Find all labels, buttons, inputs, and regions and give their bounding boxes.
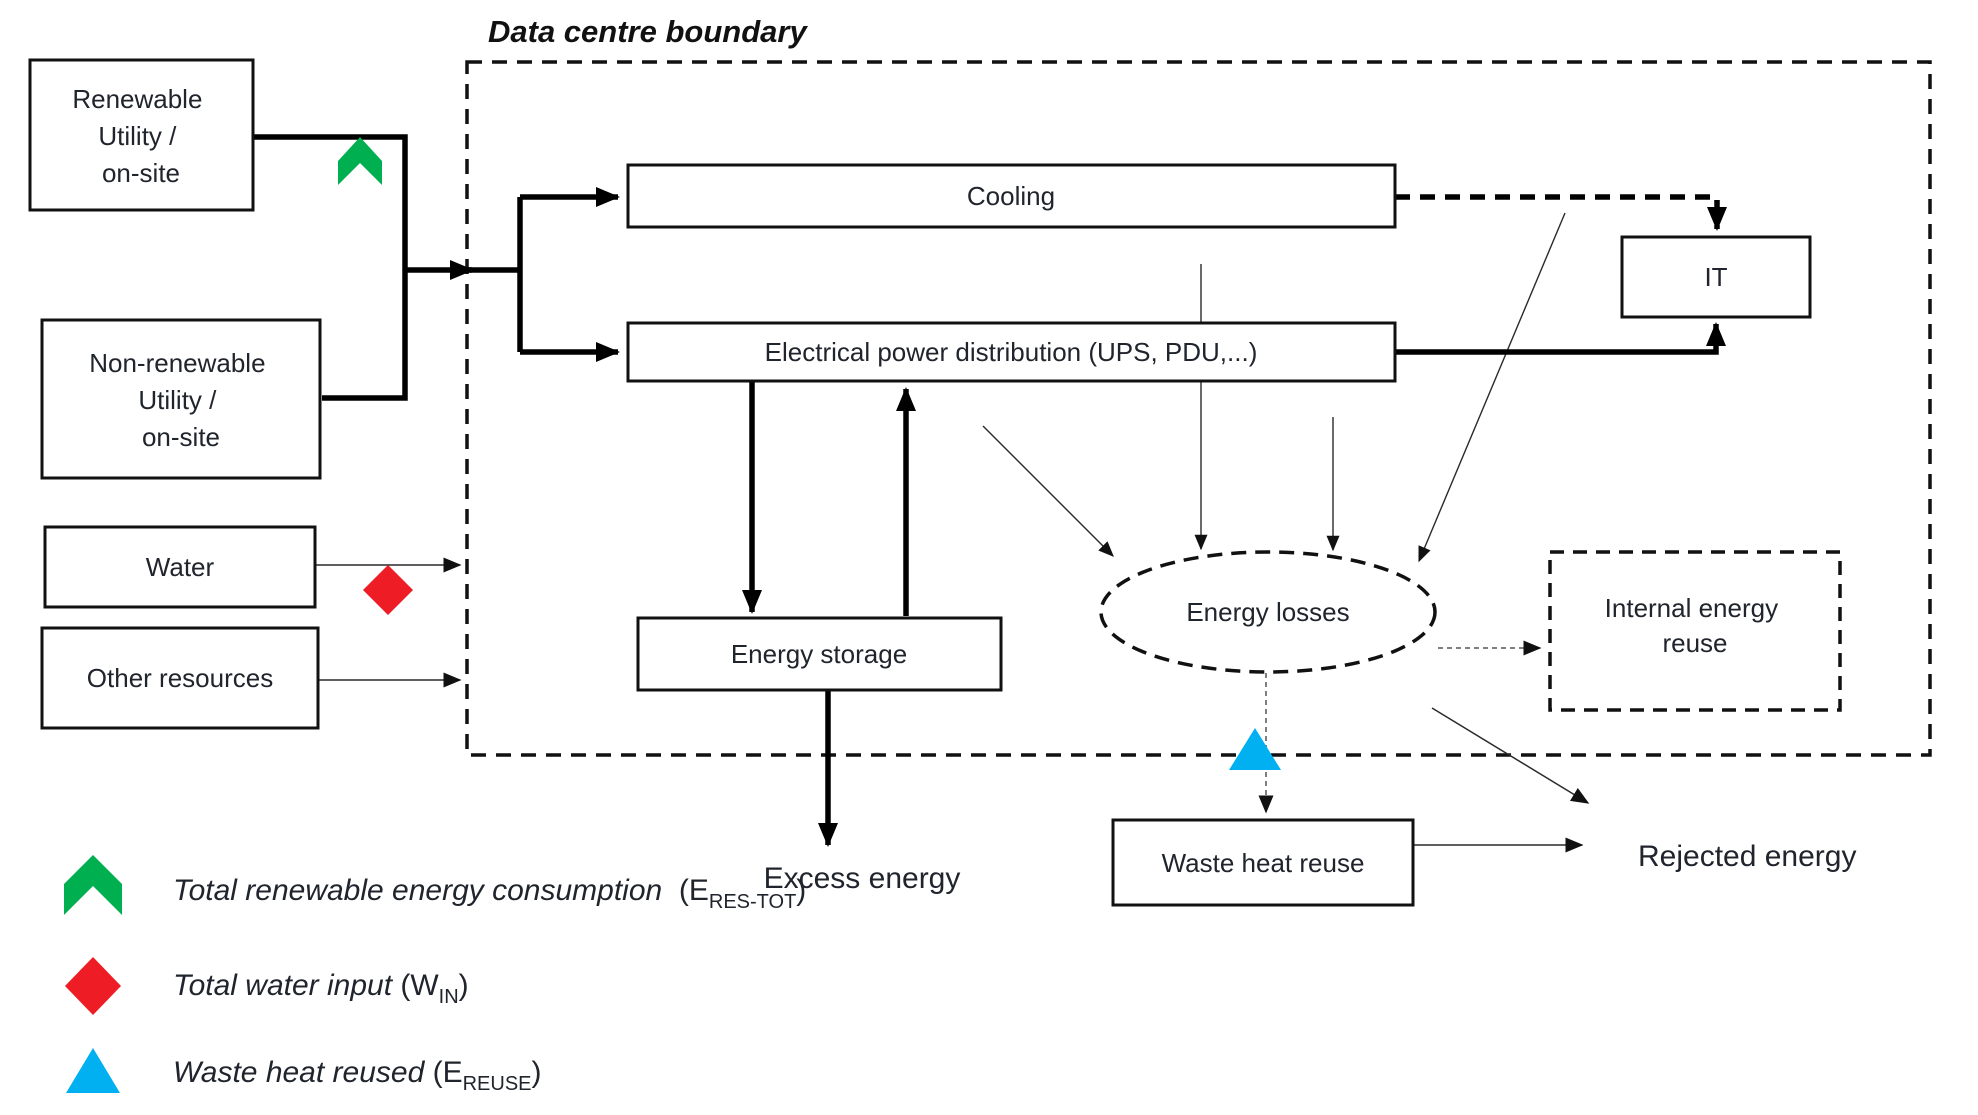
electrical-distribution-label: Electrical power distribution (UPS, PDU,… [765, 337, 1258, 367]
it-label: IT [1704, 262, 1727, 292]
reuse-arrows [1258, 640, 1542, 814]
other-resources-box [40, 626, 320, 730]
energy-storage-box [636, 616, 1003, 692]
cooling-box [626, 163, 1397, 229]
energy-losses-label: Energy losses [1186, 597, 1349, 627]
main-energy-flows [253, 134, 1727, 847]
renewable-consumption-chevron-icon [338, 137, 382, 185]
legend-item-waste-heat: Waste heat reused (EREUSE) [173, 1056, 542, 1095]
electrical-to-it-arrow [1395, 322, 1726, 355]
node-boxes [28, 58, 1842, 907]
rejected-energy-arrow [1431, 707, 1590, 804]
legend-item-water: Total water input (WIN) [173, 969, 469, 1008]
energy-storage-label: Energy storage [731, 639, 907, 669]
loss-arrow-from-electrical [982, 425, 1114, 557]
energy-losses-ellipse [1099, 550, 1437, 674]
water-label: Water [146, 552, 215, 582]
internal-energy-reuse-box [1548, 550, 1842, 712]
internal-energy-reuse-label: Internal energy reuse [1605, 593, 1786, 658]
cooling-to-it-dashed-arrow [1395, 194, 1727, 231]
waste-heat-reuse-label: Waste heat reuse [1162, 848, 1365, 878]
it-box [1620, 235, 1812, 319]
other-resources-label: Other resources [87, 663, 273, 693]
water-box [43, 525, 317, 609]
legend-red-diamond-icon [65, 957, 121, 1015]
legend: Total renewable energy consumption (ERES… [64, 855, 806, 1095]
water-input-diamond-icon [363, 565, 413, 615]
renewable-utility-box [28, 58, 255, 212]
diagram-title: Data centre boundary [488, 14, 808, 49]
electrical-distribution-box [626, 321, 1397, 383]
waste-heat-reuse-box [1111, 818, 1415, 907]
legend-blue-triangle-icon [66, 1048, 120, 1093]
data-centre-boundary [465, 60, 1932, 757]
renewable-utility-label: Renewable Utility / on-site [72, 84, 209, 188]
non-renewable-utility-box [40, 318, 322, 480]
cooling-label: Cooling [967, 181, 1055, 211]
rejected-energy-label: Rejected energy [1638, 840, 1856, 873]
loss-arrow-from-it [1418, 212, 1566, 563]
legend-green-chevron-icon [64, 855, 122, 915]
legend-item-renewable: Total renewable energy consumption (ERES… [173, 874, 806, 913]
input-arrows [315, 557, 1590, 853]
excess-energy-label: Excess energy [764, 862, 961, 895]
non-renewable-utility-label: Non-renewable Utility / on-site [89, 348, 273, 452]
waste-heat-triangle-icon [1229, 728, 1281, 770]
loss-arrows [982, 212, 1566, 563]
